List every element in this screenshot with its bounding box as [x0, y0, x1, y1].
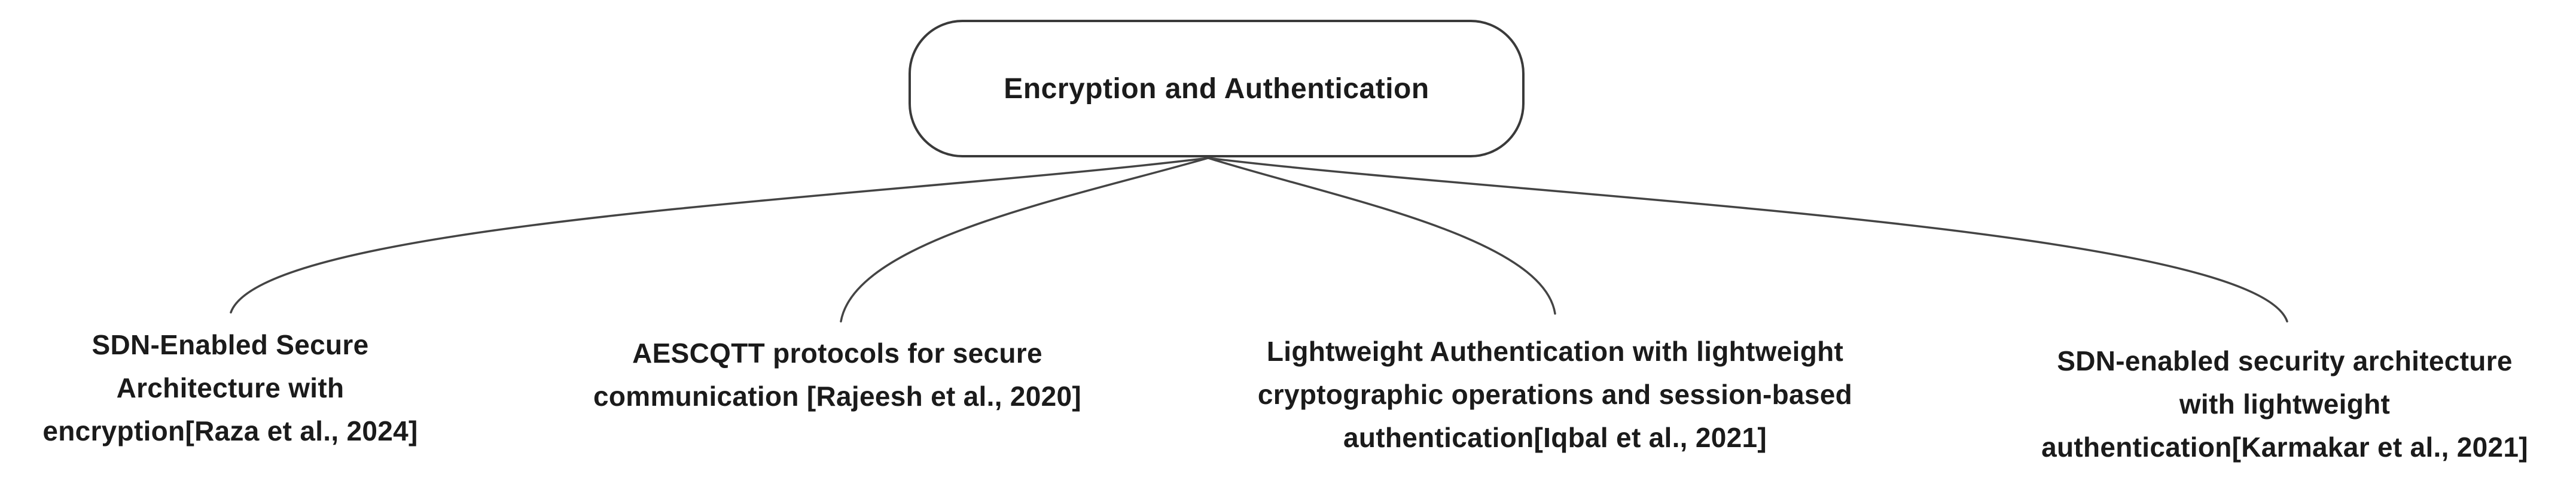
- child-node-label-line: with lightweight: [2179, 388, 2391, 420]
- child-node-label-line: authentication[Iqbal et al., 2021]: [1343, 422, 1767, 453]
- connector-curve-iqbal: [1207, 157, 1556, 315]
- root-node-encryption-authentication: Encryption and Authentication: [909, 20, 1525, 157]
- child-node-karmakar: SDN-enabled security architecture with l…: [2041, 339, 2528, 469]
- connector-curve-rajeesh: [840, 157, 1209, 323]
- child-node-label-line: communication [Rajeesh et al., 2020]: [593, 381, 1082, 412]
- child-node-label-line: Architecture with: [116, 372, 345, 403]
- child-node-label-line: encryption[Raza et al., 2024]: [42, 415, 418, 446]
- child-node-label-line: cryptographic operations and session-bas…: [1257, 379, 1853, 410]
- child-node-iqbal: Lightweight Authentication with lightwei…: [1258, 330, 1852, 459]
- root-node-label: Encryption and Authentication: [1004, 72, 1429, 105]
- child-node-raza: SDN-Enabled Secure Architecture with enc…: [42, 323, 417, 452]
- child-node-label-line: SDN-enabled security architecture: [2057, 345, 2513, 376]
- child-node-label-line: Lightweight Authentication with lightwei…: [1266, 336, 1844, 367]
- child-node-label-line: AESCQTT protocols for secure: [632, 338, 1042, 369]
- connector-curve-raza: [230, 157, 1209, 314]
- child-node-label-line: SDN-Enabled Secure: [92, 329, 369, 360]
- child-node-label-line: authentication[Karmakar et al., 2021]: [2041, 432, 2528, 463]
- child-node-rajeesh: AESCQTT protocols for secure communicati…: [593, 332, 1081, 418]
- connector-curve-karmakar: [1207, 157, 2288, 323]
